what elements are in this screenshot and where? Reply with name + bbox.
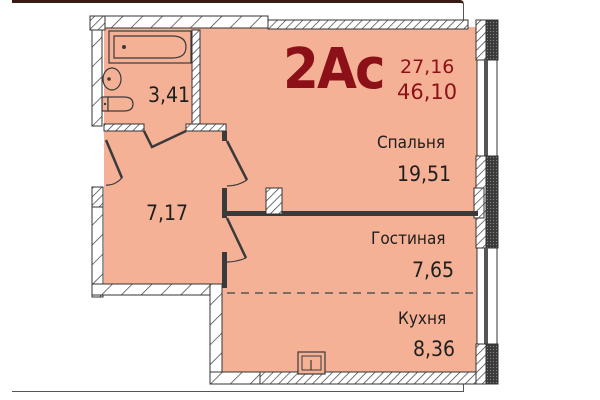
wall-left-pier: [91, 186, 104, 208]
bathtub-icon: [108, 30, 192, 64]
wall-bedroom-living: [222, 211, 478, 216]
kitchen-sink-icon: [297, 351, 326, 375]
wall-left-hall: [91, 206, 104, 298]
apartment-type: 2Ас: [283, 37, 386, 102]
bathroom-area: 3,41: [148, 83, 191, 107]
bedroom-area: 19,51: [397, 162, 452, 186]
wall-top-left: [104, 15, 269, 29]
total-area: 46,10: [397, 80, 458, 104]
sink-icon: [102, 67, 122, 91]
toilet-icon: [101, 96, 134, 112]
living-room-name: Гостиная: [371, 229, 446, 249]
column: [265, 187, 283, 215]
door-swings: [104, 129, 249, 263]
living-room-area: 7,65: [412, 258, 455, 282]
wall-bottom-hall: [91, 283, 221, 296]
kitchen-name: Кухня: [398, 309, 447, 329]
wall-top-right: [267, 19, 469, 30]
hallway-area: 7,17: [146, 201, 189, 225]
wall-corner-top-left: [89, 15, 106, 31]
wall-left-kitchen: [209, 283, 223, 383]
living-area: 27,16: [400, 56, 455, 78]
bedroom-name: Спальня: [377, 133, 446, 153]
wall-bottom-right: [259, 371, 479, 385]
wall-bath-bedroom: [191, 29, 201, 127]
wall-bottom-left: [209, 371, 261, 385]
kitchen-area: 8,36: [413, 337, 456, 361]
wall-left-bath: [91, 29, 103, 127]
